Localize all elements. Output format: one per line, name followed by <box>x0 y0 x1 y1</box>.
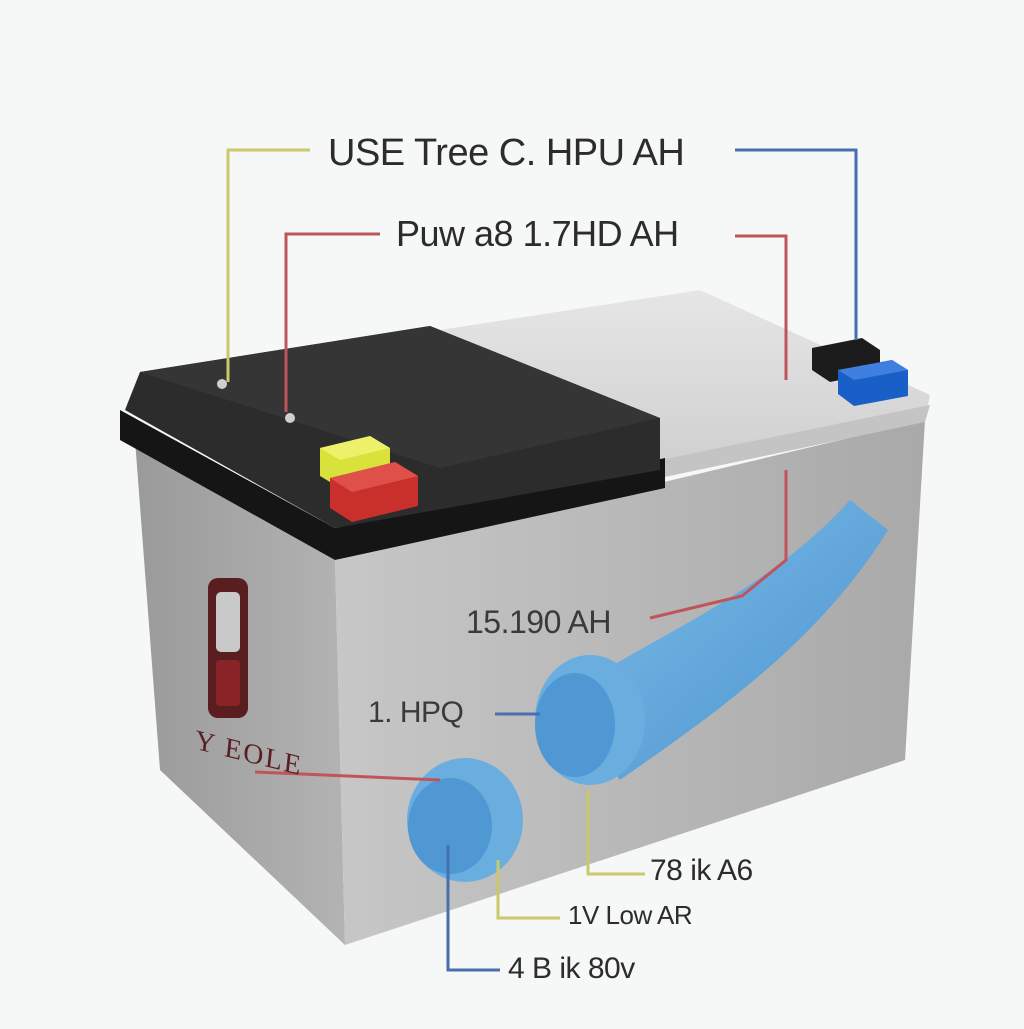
terminal-blue <box>812 338 908 406</box>
label-top-2: Puw a8 1.7HD AH <box>396 213 679 254</box>
leader-line-4 <box>735 234 788 380</box>
label-top-1: USE Tree C. HPU AH <box>328 132 685 174</box>
battery-lid <box>120 326 665 560</box>
blue-pipe-small <box>407 758 523 882</box>
leader-line-9 <box>496 860 560 920</box>
battery-top-light <box>440 290 930 470</box>
leader-line-5 <box>649 470 788 620</box>
leader-line-10 <box>446 845 500 972</box>
charge-indicator <box>208 578 248 718</box>
label-mid-2: 1. HPQ <box>368 696 464 729</box>
label-mid-1: 15.190 AH <box>466 604 611 640</box>
callout-lines <box>226 148 858 972</box>
label-bottom-2: 1V Low AR <box>568 900 693 930</box>
leader-line-3 <box>735 148 858 340</box>
lid-screw-icon <box>285 413 295 423</box>
label-bottom-3: 4 B ik 80v <box>508 952 635 985</box>
leader-line-1 <box>226 148 310 382</box>
terminal-red <box>330 462 418 522</box>
lid-screw-icon <box>217 379 227 389</box>
blue-pipe-large <box>535 500 888 785</box>
leader-line-8 <box>586 790 645 876</box>
leader-line-7 <box>254 770 441 782</box>
leader-line-2 <box>284 232 380 412</box>
label-bottom-1: 78 ik A6 <box>650 854 753 887</box>
